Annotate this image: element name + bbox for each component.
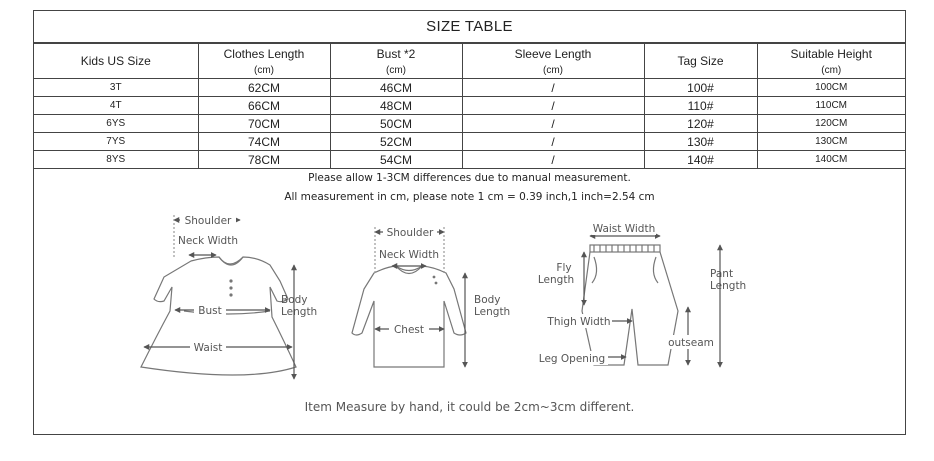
size-table-title: SIZE TABLE <box>34 11 905 43</box>
pants-outline <box>581 251 679 366</box>
dress-bust-label: Bust <box>198 305 221 317</box>
measure-by-hand-note: Item Measure by hand, it could be 2cm~3c… <box>304 400 635 414</box>
sweater-chest-label-bg <box>389 322 429 336</box>
sweater-shoulder-label: Shoulder <box>387 227 434 239</box>
table-row: 8YS 78CM 54CM / 140# 140CM <box>34 150 905 169</box>
sweater-diagram <box>351 227 468 368</box>
dress-body-length-label: Body <box>281 294 308 306</box>
table-row: 3T 62CM 46CM / 100# 100CM <box>34 78 905 97</box>
table-row: 7YS 74CM 52CM / 130# 130CM <box>34 132 905 151</box>
pants-waist-label-bg <box>592 222 656 235</box>
dress-shoulder-label: Shoulder <box>185 215 232 227</box>
dress-waist-label-bg <box>190 340 226 354</box>
header-kids-us-size: Kids US Size <box>34 43 199 79</box>
header-clothes-length: Clothes Length(cm) <box>197 43 331 79</box>
dress-body-length-label-2: Length <box>281 306 317 318</box>
pants-fly-length-label-2: Length <box>538 274 574 286</box>
size-chart-frame: SIZE TABLE Kids US Size Clothes Length(c… <box>33 10 906 435</box>
sweater-shoulder-label-bg <box>383 225 437 239</box>
conversion-note: All measurement in cm, please note 1 cm … <box>284 191 655 203</box>
header-sleeve-length: Sleeve Length(cm) <box>461 43 645 79</box>
sweater-body-length-label: Body <box>474 294 501 306</box>
dress-outline <box>140 256 297 376</box>
header-tag-size: Tag Size <box>643 43 758 79</box>
sweater-outline <box>351 265 467 368</box>
cell-tag-size: 100# <box>643 78 758 97</box>
sweater-body-length-label-2: Length <box>474 306 510 318</box>
cell-suitable-height: 140CM <box>756 150 905 169</box>
cell-clothes-length: 62CM <box>197 78 331 97</box>
pants-thigh-label-bg <box>546 314 612 328</box>
pants-waistband <box>589 244 661 253</box>
table-row: 6YS 70CM 50CM / 120# 120CM <box>34 114 905 133</box>
pants-pant-length-label: Pant <box>710 268 733 280</box>
cell-tag-size: 140# <box>643 150 758 169</box>
pants-thigh-width-label: Thigh Width <box>546 316 610 328</box>
pants-outseam-label: outseam <box>668 337 714 349</box>
measurement-diagrams: Shoulder Neck Width Bust Waist Body Leng… <box>140 213 746 380</box>
dress-neck-width-label: Neck Width <box>178 235 238 247</box>
cell-bust: 50CM <box>329 114 463 133</box>
pants-pant-length-label-2: Length <box>710 280 746 292</box>
pants-fly-length-label: Fly <box>556 262 571 274</box>
pants-leg-opening-label-bg <box>538 351 608 365</box>
dress-bust-label-bg <box>194 303 226 317</box>
dress-shoulder-label-bg <box>180 213 236 227</box>
table-header-row: Kids US Size Clothes Length(cm) Bust *2(… <box>34 43 905 79</box>
sweater-chest-label: Chest <box>394 324 424 336</box>
pants-leg-opening-label: Leg Opening <box>539 353 605 365</box>
table-row: 4T 66CM 48CM / 110# 110CM <box>34 96 905 115</box>
dress-waist-label: Waist <box>194 342 223 354</box>
cell-clothes-length: 66CM <box>197 96 331 115</box>
cell-tag-size: 130# <box>643 132 758 151</box>
cell-bust: 54CM <box>329 150 463 169</box>
header-suitable-height: Suitable Height(cm) <box>756 43 905 79</box>
pants-outseam-label-bg <box>668 335 714 349</box>
pants-waist-width-label: Waist Width <box>593 223 656 235</box>
cell-tag-size: 120# <box>643 114 758 133</box>
measurement-note: Please allow 1-3CM differences due to ma… <box>308 172 631 184</box>
size-table: Kids US Size Clothes Length(cm) Bust *2(… <box>34 43 905 169</box>
cell-clothes-length: 78CM <box>197 150 331 169</box>
sweater-neck-width-label: Neck Width <box>379 249 439 261</box>
